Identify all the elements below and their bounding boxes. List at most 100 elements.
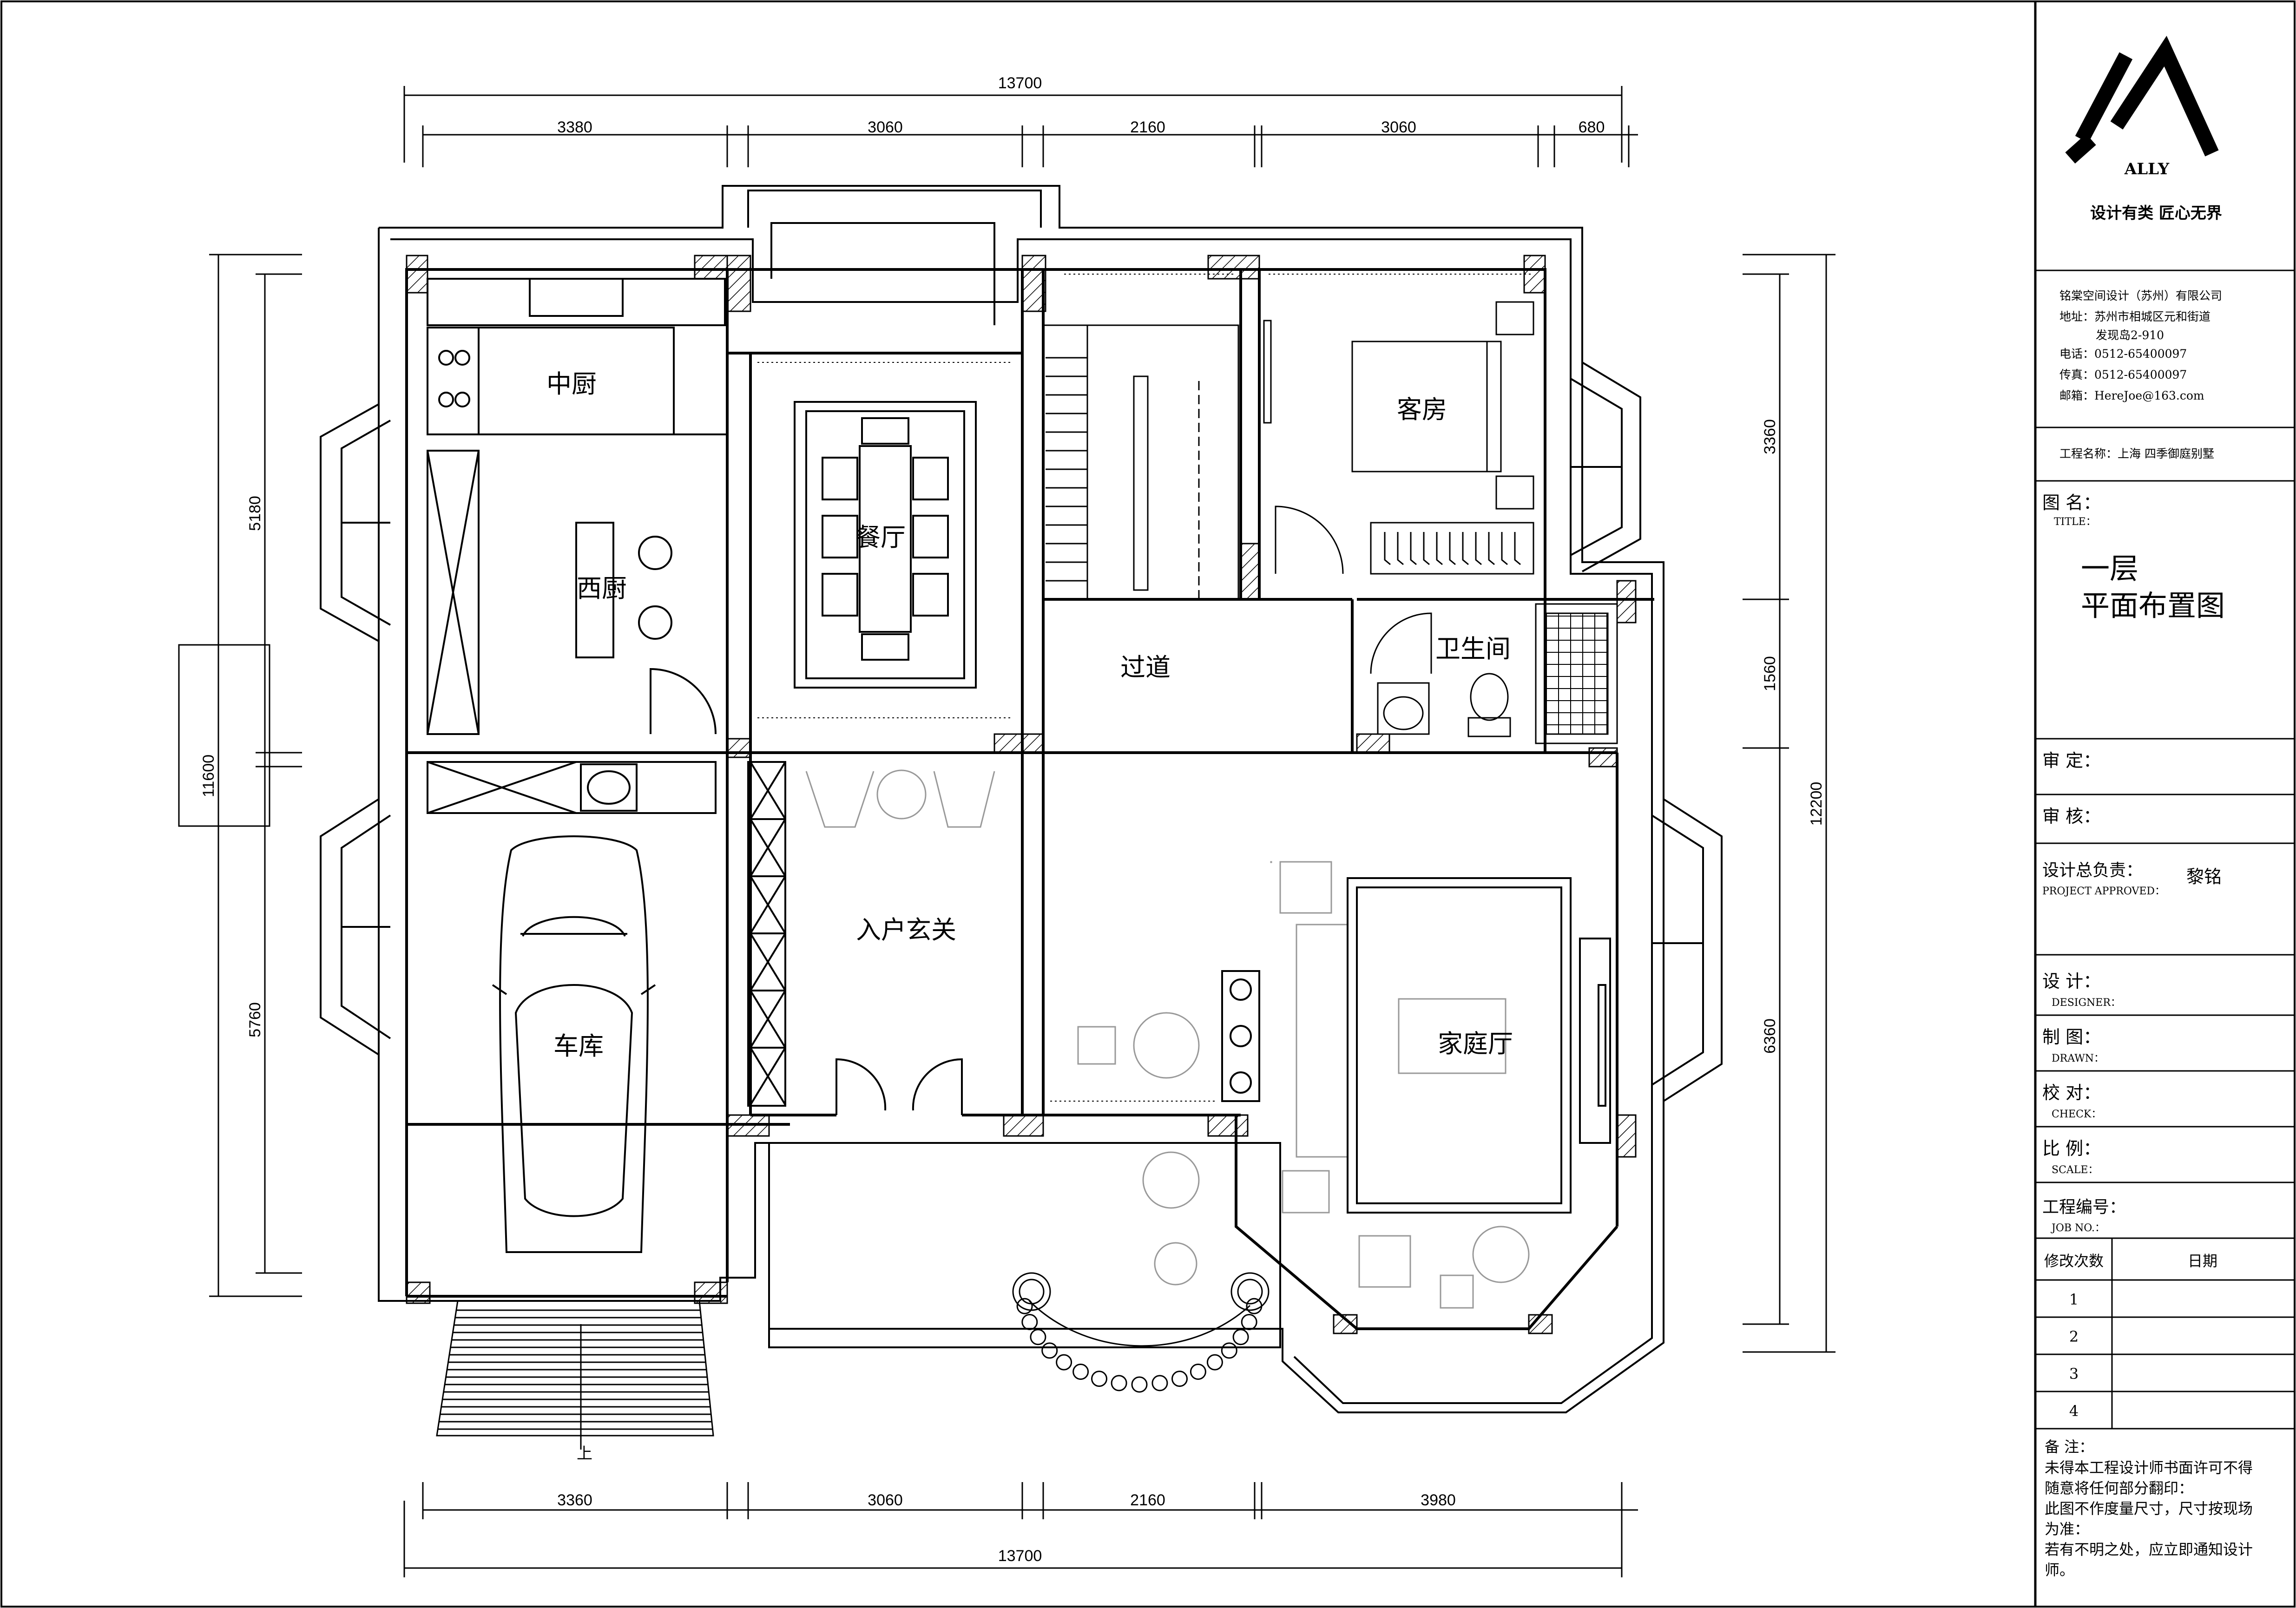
logo-slogan: 设计有类 匠心无界 [2090, 204, 2222, 223]
notes-title: 备 注： [2045, 1438, 2094, 1456]
closet-hanger [1488, 532, 1495, 565]
dim-top-segment: 3380 [557, 118, 592, 136]
closet-hanger [1436, 532, 1443, 565]
entrance-elements [747, 761, 963, 1115]
job-label: 工程编号： [2042, 1198, 2126, 1217]
room-label-middle-kitchen: 中厨 [546, 369, 597, 399]
dim-right-total: 12200 [1808, 782, 1825, 826]
baluster [1232, 1329, 1249, 1345]
company-address-2: 发现岛2-910 [2096, 328, 2164, 342]
note-line: 师。 [2045, 1561, 2074, 1579]
revision-row-number: 2 [2069, 1328, 2079, 1345]
cabinet-cross [750, 818, 786, 877]
drawing-title-line1: 一层 [2081, 551, 2138, 585]
dimension-lines [178, 86, 1835, 1577]
chief-label-en: PROJECT APPROVED： [2042, 886, 2165, 897]
baluster [1030, 1329, 1046, 1345]
closet-hanger [1410, 532, 1417, 565]
closet-hanger [1514, 532, 1521, 565]
closet-hanger [1501, 532, 1508, 565]
bathroom-fixtures [1370, 603, 1618, 744]
baluster [1021, 1314, 1038, 1330]
baluster [1041, 1342, 1058, 1359]
dim-right-segment: 3360 [1761, 419, 1779, 454]
car-outline [492, 835, 656, 1253]
kitchen-fixtures [427, 278, 727, 814]
note-line: 为准： [2045, 1520, 2089, 1538]
dim-bottom-segment: 3980 [1421, 1491, 1456, 1509]
chief-label: 设计总负责： [2042, 861, 2143, 880]
staircase [1042, 324, 1239, 600]
room-label-family-hall: 家庭厅 [1438, 1029, 1513, 1058]
closet-hanger [1475, 532, 1482, 565]
entrance-chairs-gray [805, 769, 1530, 1309]
cabinet-cross [750, 761, 786, 820]
dim-top-segment: 3060 [1381, 118, 1416, 136]
closet-hanger [1423, 532, 1430, 565]
baluster [1151, 1375, 1168, 1391]
cabinet-cross [750, 875, 786, 934]
scale-label: 比 例： [2042, 1138, 2101, 1159]
room-label-western-kitchen: 西厨 [577, 574, 627, 603]
ally-logo-icon [2065, 35, 2219, 164]
dim-bottom-segment: 3060 [868, 1491, 903, 1509]
room-label-guest-room: 客房 [1397, 395, 1447, 424]
dining-furniture [794, 401, 977, 689]
dim-right-segment: 1560 [1761, 656, 1779, 691]
room-label-dining: 餐厅 [855, 523, 906, 552]
check-label-en: CHECK： [2052, 1109, 2101, 1120]
job-label-en: JOB NO.： [2051, 1222, 2105, 1234]
designer-label-en: DESIGNER： [2052, 997, 2121, 1009]
chief-name: 黎铭 [2186, 866, 2222, 887]
baluster [1190, 1364, 1206, 1380]
note-line: 若有不明之处，应立即通知设计 [2045, 1541, 2253, 1558]
note-line: 随意将任何部分翻印： [2045, 1479, 2193, 1497]
review-label: 审 核： [2042, 806, 2101, 827]
revision-row-number: 1 [2069, 1291, 2079, 1308]
check-label: 校 对： [2042, 1083, 2101, 1103]
baluster [1072, 1364, 1089, 1380]
title-block: ALLY 设计有类 匠心无界 铭棠空间设计（苏州）有限公司 地址：苏州市相城区元… [2035, 35, 2295, 1579]
closet-hanger [1462, 532, 1469, 565]
drawn-label: 制 图： [2042, 1027, 2101, 1047]
title-label: 图 名： [2042, 492, 2101, 513]
dim-bottom-segment: 2160 [1130, 1491, 1165, 1509]
baluster [1171, 1371, 1188, 1387]
baluster [1241, 1314, 1257, 1330]
note-line: 此图不作度量尺寸，尺寸按现场 [2045, 1500, 2253, 1517]
title-label-en: TITLE： [2054, 516, 2096, 528]
cabinet-cross [750, 1047, 786, 1106]
company-name: 铭棠空间设计（苏州）有限公司 [2059, 289, 2222, 302]
baluster [1016, 1298, 1033, 1314]
room-label-garage: 车库 [553, 1031, 604, 1061]
room-label-bathroom: 卫生间 [1435, 634, 1511, 663]
baluster [1131, 1376, 1148, 1393]
interior-walls [405, 268, 1654, 1330]
revision-row-number: 3 [2069, 1365, 2079, 1383]
logo-text: ALLY [2124, 160, 2170, 178]
dim-bottom-total: 13700 [998, 1547, 1042, 1565]
baluster [1206, 1354, 1223, 1371]
designer-label: 设 计： [2042, 971, 2101, 991]
drawn-label-en: DRAWN： [2052, 1053, 2104, 1064]
project-name: 工程名称：上海 四季御庭别墅 [2059, 447, 2214, 460]
cabinet-cross [750, 990, 786, 1049]
dim-top-segment: 2160 [1130, 118, 1165, 136]
baluster [1111, 1375, 1127, 1391]
date-header: 日期 [2188, 1252, 2217, 1270]
revision-row-number: 4 [2069, 1402, 2079, 1420]
room-label-corridor: 过道 [1120, 653, 1171, 682]
closet-hanger [1384, 532, 1391, 565]
company-phone: 电话：0512-65400097 [2059, 347, 2187, 361]
garage-ramp [436, 1300, 714, 1450]
closet-hanger [1449, 532, 1456, 565]
curtain-marks [757, 274, 1533, 1102]
approve-label: 审 定： [2042, 750, 2101, 771]
hatched-columns [406, 255, 1637, 1334]
dim-left-segment: 5180 [246, 496, 264, 531]
round-porch [1012, 1272, 1270, 1393]
stair-up-mark: 上 [577, 1444, 592, 1463]
